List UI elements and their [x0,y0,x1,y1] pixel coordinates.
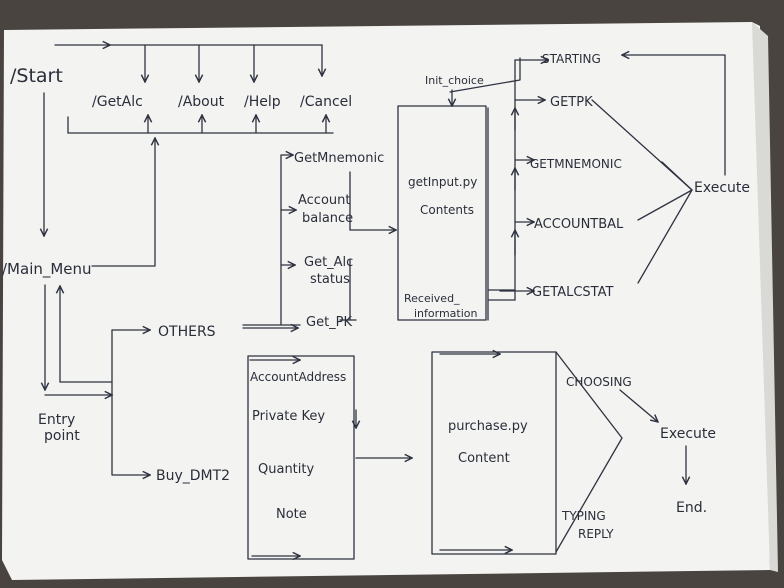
label-execute-top: Execute [694,180,750,196]
label-point: point [44,428,80,444]
label-private-key: Private Key [252,409,325,424]
label-get-alc: /GetAlc [92,94,143,110]
label-contents: Contents [420,203,474,217]
label-cancel: /Cancel [300,94,352,110]
label-buy-dmt2: Buy_DMT2 [156,468,230,484]
label-entry: Entry [38,412,75,428]
paper-sheet [2,22,770,580]
label-account-address: AccountAddress [250,370,346,384]
getinput-box [397,105,487,321]
label-getmnemonic-state: GETMNEMONIC [530,157,622,171]
label-main-menu: /Main_Menu [2,260,92,279]
label-balance: balance [302,211,353,226]
label-content: Content [458,451,510,466]
label-start: /Start [10,65,63,87]
label-purchase: purchase.py [448,419,528,434]
label-status: status [310,272,350,287]
label-init-choice: Init_choice [425,74,484,87]
main-menu-branches [45,284,150,475]
others-connectors [242,155,396,328]
label-reply: REPLY [578,527,614,541]
execute-fan [591,55,726,284]
label-choosing: CHOOSING [566,375,632,389]
label-quantity: Quantity [258,462,314,477]
label-help: /Help [244,94,281,110]
buy-form-box [247,355,355,560]
label-others: OTHERS [158,324,216,340]
label-about: /About [178,94,225,110]
label-getinput: getInput.py [408,175,477,189]
label-note: Note [276,507,307,522]
label-account: Account [298,193,351,208]
paper-edge [752,22,778,572]
purchase-branch [555,351,623,553]
label-getalcstat-state: GETALCSTAT [532,285,613,300]
label-end: End. [676,500,707,516]
label-get-mnemonic: GetMnemonic [294,151,384,166]
main-to-menu-arrow [91,138,155,267]
top-menu-connectors [54,45,334,134]
label-execute-bottom: Execute [660,426,716,442]
label-get-pk: Get_PK [306,315,353,330]
label-get-alc-status: Get_Alc [304,255,353,270]
label-received: Received_ [404,292,460,305]
state-connectors [487,60,548,301]
label-typing: TYPING [561,509,606,523]
label-information: information [414,307,478,320]
label-getpk-state: GETPK [550,95,593,110]
label-accountbal-state: ACCOUNTBAL [534,217,624,232]
label-starting: STARTING [542,52,601,66]
